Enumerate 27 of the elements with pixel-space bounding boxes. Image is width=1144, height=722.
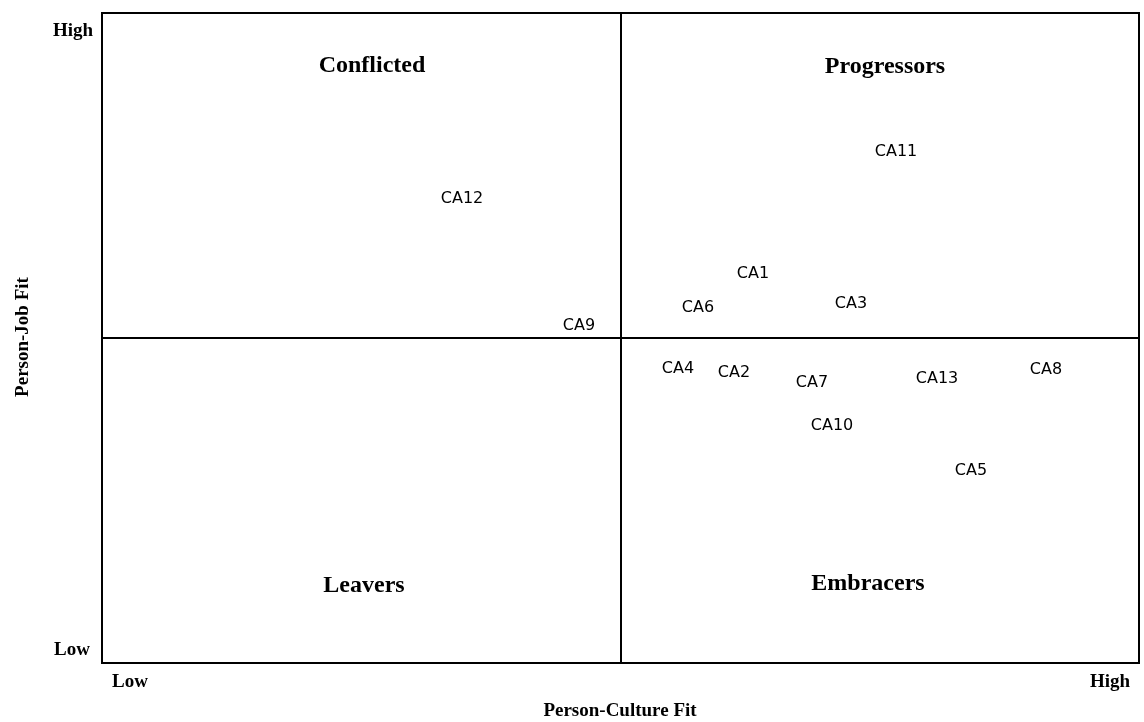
point-label: CA3 <box>834 292 868 312</box>
point-label: CA11 <box>874 140 918 160</box>
point-label: CA12 <box>440 187 484 207</box>
axis-label: Person-Culture Fit <box>543 699 697 721</box>
axis-label: Person-Job Fit <box>11 277 33 397</box>
point-label: CA1 <box>736 262 770 282</box>
quadrant-title: Embracers <box>811 568 925 596</box>
point-label: CA2 <box>717 361 751 381</box>
quadrant-box <box>620 12 1140 339</box>
axis-label: Low <box>54 638 90 660</box>
point-label: CA10 <box>810 414 854 434</box>
point-label: CA13 <box>915 367 959 387</box>
quadrant-box <box>620 337 1140 664</box>
point-label: CA5 <box>954 459 988 479</box>
quadrant-title: Leavers <box>323 570 405 598</box>
point-label: CA9 <box>562 314 596 334</box>
quadrant-box <box>101 337 622 664</box>
axis-label: High <box>1089 670 1131 692</box>
point-label: CA8 <box>1029 358 1063 378</box>
quadrant-box <box>101 12 622 339</box>
quadrant-title: Conflicted <box>318 50 426 78</box>
point-label: CA7 <box>795 371 829 391</box>
point-label: CA6 <box>681 296 715 316</box>
axis-label: Low <box>112 670 148 692</box>
point-label: CA4 <box>661 357 695 377</box>
axis-label: High <box>52 19 94 41</box>
quadrant-title: Progressors <box>824 51 946 79</box>
